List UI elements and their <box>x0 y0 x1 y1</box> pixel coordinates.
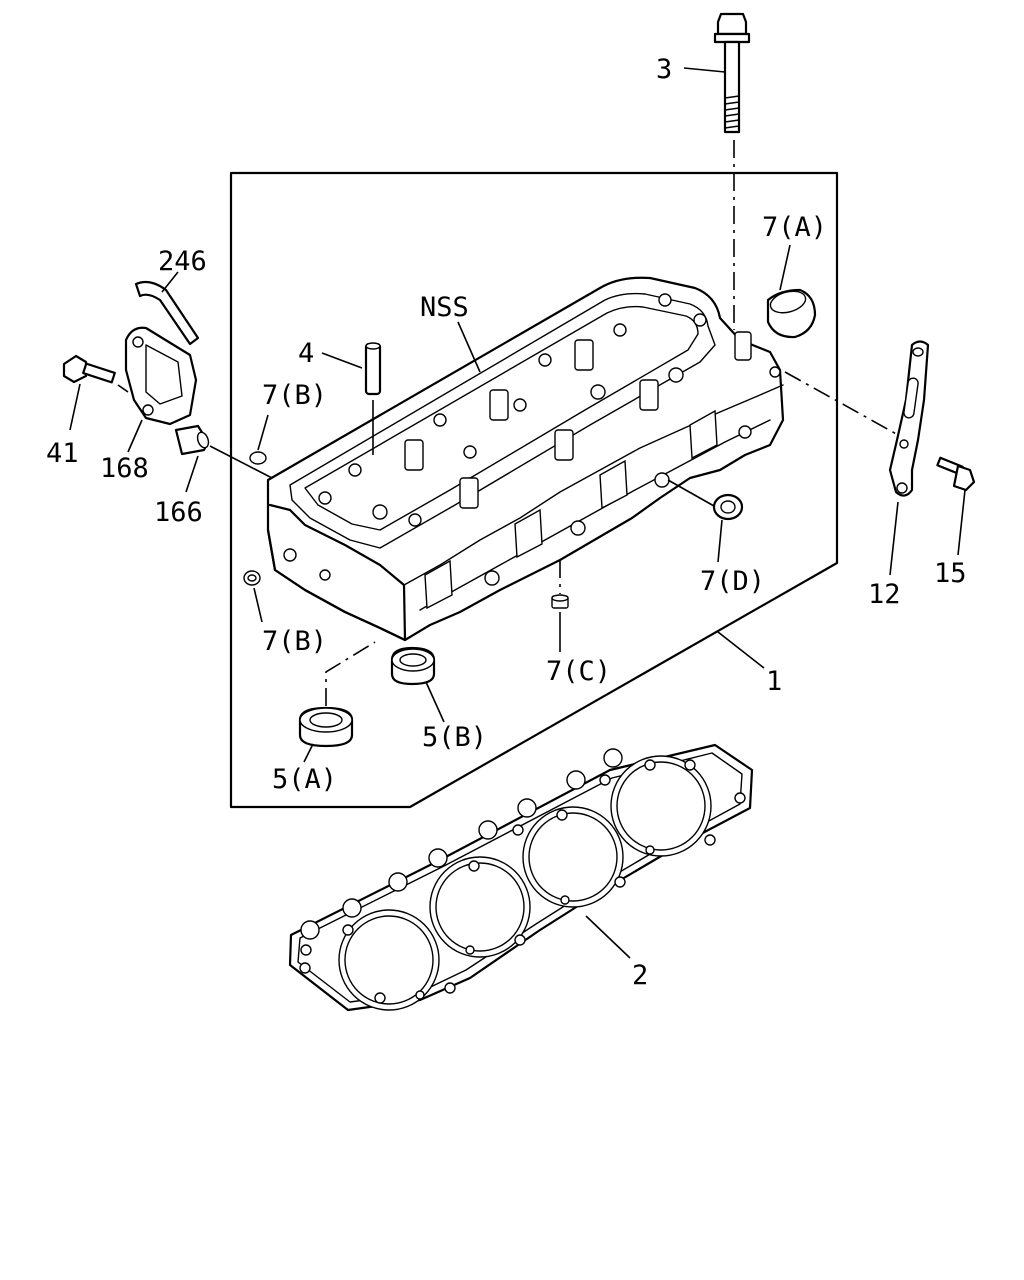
label-part-5a: 5(A) <box>272 764 337 795</box>
label-part-15: 15 <box>934 558 967 589</box>
part-15-bolt <box>936 456 976 556</box>
assembly-frame <box>229 171 839 809</box>
leader-nss <box>457 321 481 373</box>
label-part-7b-top: 7(B) <box>262 380 327 411</box>
label-part-41: 41 <box>46 438 79 469</box>
label-part-168: 168 <box>100 453 149 484</box>
part-41-bolt <box>62 354 129 431</box>
part-12-bracket <box>784 340 930 576</box>
part-168-bracket <box>124 326 198 453</box>
label-part-5b: 5(B) <box>422 722 487 753</box>
leader-part-1 <box>717 631 765 669</box>
label-part-2: 2 <box>632 960 648 991</box>
label-nss: NSS <box>420 292 469 323</box>
label-part-7d: 7(D) <box>700 566 765 597</box>
label-part-7c: 7(C) <box>546 656 611 687</box>
label-part-3: 3 <box>656 54 672 85</box>
part-2-head-gasket <box>288 743 754 1012</box>
part-4-valve-guide <box>321 342 382 455</box>
part-246-hose <box>134 271 200 346</box>
part-5a-seal <box>298 641 376 763</box>
part-7a-cup-plug <box>766 244 817 339</box>
label-part-4: 4 <box>298 338 314 369</box>
part-166-sleeve <box>174 424 273 493</box>
label-part-1: 1 <box>766 666 782 697</box>
label-part-166: 166 <box>154 497 203 528</box>
part-7d-plug <box>667 479 744 563</box>
part-7b-plug-lower <box>243 570 263 623</box>
part-7b-plug-upper <box>249 414 269 465</box>
label-part-7a: 7(A) <box>762 212 827 243</box>
part-1-cylinder-head <box>266 276 785 642</box>
part-7c-plug <box>551 560 569 652</box>
label-part-246: 246 <box>158 246 207 277</box>
part-5b-seal <box>390 646 445 723</box>
label-part-7b-bottom: 7(B) <box>262 626 327 657</box>
part-3-head-bolt <box>713 12 751 330</box>
label-part-12: 12 <box>868 579 901 610</box>
